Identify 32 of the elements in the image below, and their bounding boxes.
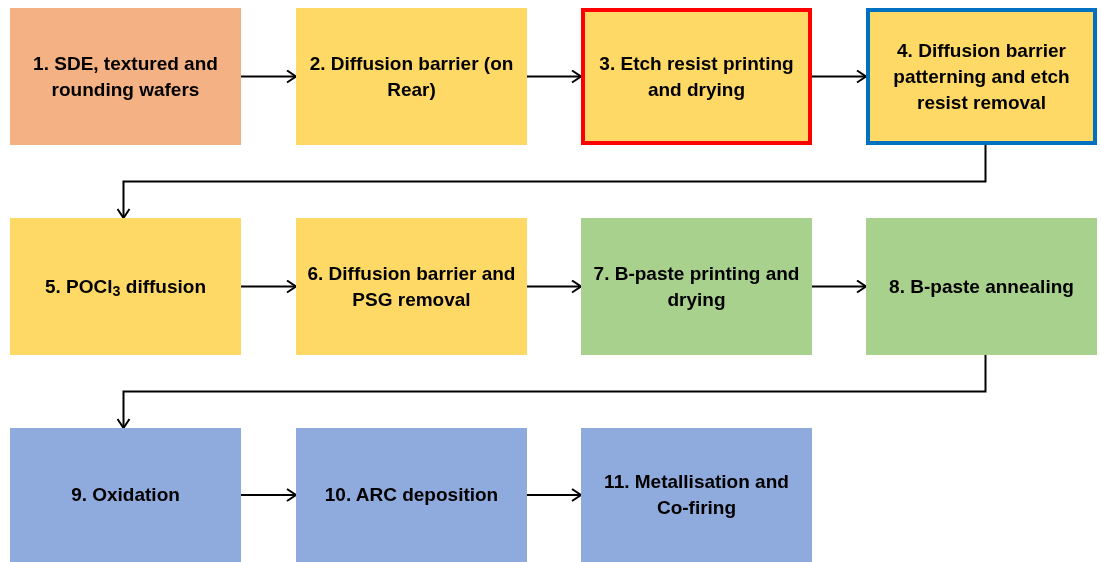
arrow (116, 144, 987, 219)
step-label: 10. ARC deposition (324, 483, 499, 507)
process-box (581, 8, 812, 145)
process-box (10, 218, 241, 355)
step-label: 8. B-paste annealing (889, 274, 1074, 299)
step-label: 4. Diffusion barrier patterning and etch resist removal (892, 38, 1071, 115)
arrow (526, 69, 582, 84)
process-box (296, 8, 527, 145)
arrow (240, 69, 297, 84)
process-box (581, 218, 812, 355)
step-label: 5. POCl$_{3}$ diffusion (45, 274, 206, 300)
arrow (240, 488, 297, 502)
arrow (811, 69, 867, 84)
process-box (866, 8, 1097, 145)
step-label: 6. Diffusion barrier and PSG removal (306, 261, 517, 312)
process-box (10, 428, 241, 562)
arrow (811, 279, 867, 294)
process-box (296, 428, 527, 562)
step-label: 9. Oxidation (71, 483, 180, 507)
arrow (526, 279, 582, 294)
step-label: 11. Metallisation and Co-firing (603, 470, 790, 520)
step-label: 1. SDE, textured and rounding wafers (32, 51, 219, 102)
step-label: 2. Diffusion barrier (on Rear) (308, 51, 515, 102)
process-box (296, 218, 527, 355)
process-box (581, 428, 812, 562)
arrow (116, 354, 987, 429)
step-label: 3. Etch resist printing and drying (598, 51, 795, 102)
process-box (866, 218, 1097, 355)
arrow (526, 488, 582, 502)
arrow (240, 279, 297, 294)
step-label: 7. B-paste printing and drying (592, 261, 801, 312)
process-box (10, 8, 241, 145)
